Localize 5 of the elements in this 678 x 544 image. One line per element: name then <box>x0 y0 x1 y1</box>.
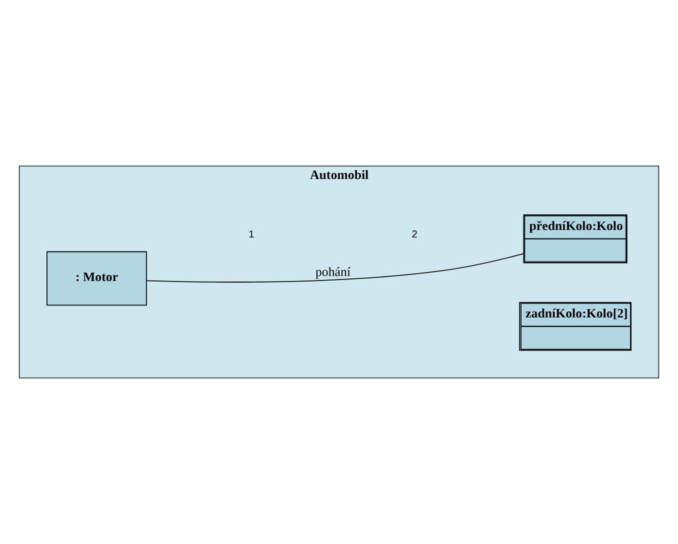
connector <box>146 253 524 283</box>
node-box: : Motor <box>46 251 147 306</box>
label: 2 <box>412 230 418 241</box>
edge-label: pohání <box>315 264 351 279</box>
label: 1 <box>248 230 254 241</box>
